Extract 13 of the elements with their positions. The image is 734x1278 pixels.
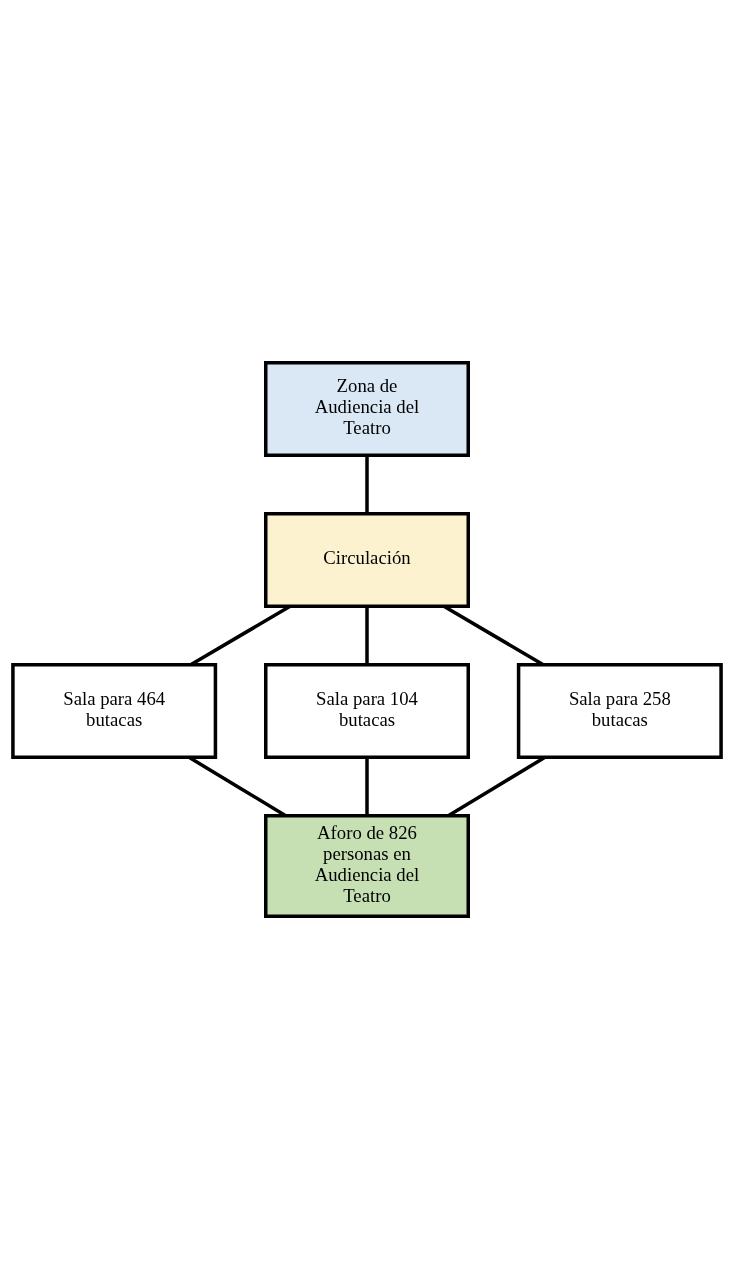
connector: [365, 606, 369, 665]
node-box: Sala para 464 butacas: [11, 662, 218, 759]
connector: [365, 455, 369, 514]
node-box: Circulación: [264, 511, 470, 608]
node-box: Sala para 104 butacas: [264, 662, 470, 759]
connector: [188, 755, 287, 817]
connector: [190, 604, 291, 666]
connector: [365, 757, 369, 816]
connector: [443, 604, 544, 666]
connector: [447, 755, 546, 817]
node-box: Zona de Audiencia del Teatro: [264, 360, 470, 457]
node-box: Sala para 258 butacas: [516, 662, 723, 759]
node-box: Aforo de 826 personas en Audiencia del Teatro: [264, 813, 470, 918]
